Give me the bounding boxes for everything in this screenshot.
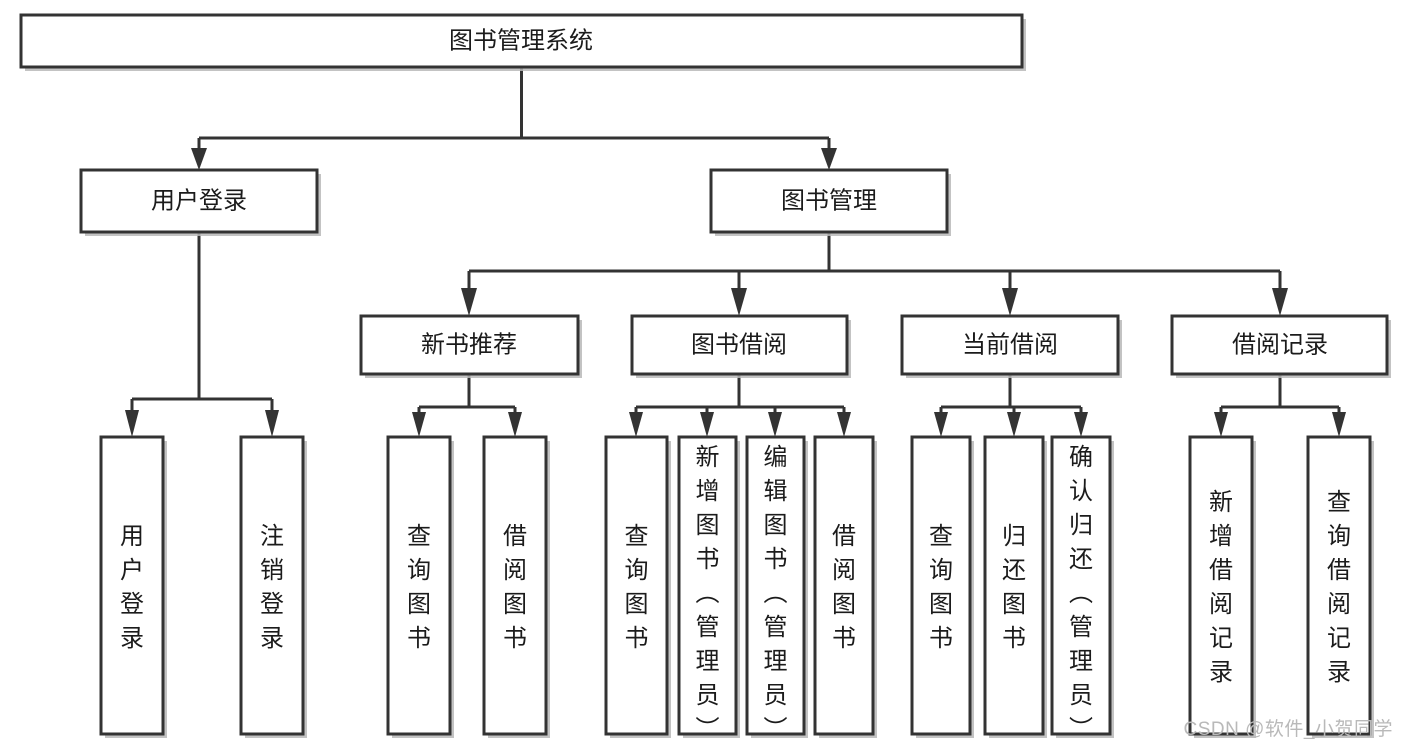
arrowhead-leaf-confirm-return (1074, 412, 1088, 437)
node-root[interactable]: 图书管理系统 (19, 13, 1026, 71)
node-current-borrow[interactable]: 当前借阅 (900, 314, 1122, 378)
arrowhead-leaf-add-record (1214, 412, 1228, 437)
node-user-login[interactable]: 用户登录 (79, 168, 321, 236)
connector-group-borrow-record (1214, 374, 1346, 437)
arrowhead-current-borrow (1002, 288, 1018, 316)
leaf-borrow-book-a[interactable]: 借阅图书 (482, 435, 550, 738)
leaf-borrow-book-a-box[interactable] (482, 435, 548, 736)
leaf-return-book[interactable]: 归还图书 (983, 435, 1047, 738)
arrowhead-leaf-return-book (1007, 412, 1021, 437)
connector-group-new-book-rec (412, 374, 522, 437)
leaf-confirm-return-box[interactable] (1050, 435, 1112, 736)
leaf-query-record-box[interactable] (1306, 435, 1372, 736)
arrowhead-book-manage (821, 148, 837, 170)
connector-group-root (191, 67, 837, 170)
leaf-logout-login[interactable]: 注销登录 (239, 435, 307, 738)
leaf-add-record-label: 新增借阅记录 (1209, 489, 1233, 686)
node-root-box[interactable] (19, 13, 1024, 69)
node-user-login-label: 用户登录 (151, 187, 247, 214)
node-book-manage-label: 图书管理 (781, 187, 877, 214)
node-borrow-record[interactable]: 借阅记录 (1170, 314, 1391, 378)
leaf-query-book-a-box[interactable] (386, 435, 452, 736)
node-borrow-record-label: 借阅记录 (1232, 331, 1328, 358)
node-new-book-rec-box[interactable] (359, 314, 580, 376)
arrowhead-leaf-add-book (700, 412, 714, 437)
leaf-add-record[interactable]: 新增借阅记录 (1188, 435, 1256, 738)
node-book-manage-box[interactable] (709, 168, 949, 234)
arrowhead-leaf-query-book-b (629, 412, 643, 437)
leaf-query-book-a-label: 查询图书 (407, 523, 431, 652)
node-current-borrow-label: 当前借阅 (962, 331, 1058, 358)
leaf-borrow-book-b-label: 借阅图书 (832, 523, 856, 652)
csdn-watermark: CSDN @软件_小贺同学 (1183, 719, 1393, 740)
node-user-login-box[interactable] (79, 168, 319, 234)
leaf-add-book-box[interactable] (677, 435, 738, 736)
leaf-return-book-label: 归还图书 (1002, 523, 1026, 652)
arrowhead-leaf-user-login (125, 410, 139, 437)
leaf-add-book[interactable]: 新增图书︵管理员︶ (677, 435, 740, 743)
arrowhead-leaf-borrow-book-b (837, 412, 851, 437)
leaf-logout-login-label: 注销登录 (260, 523, 284, 652)
arrowhead-borrow-record (1272, 288, 1288, 316)
node-book-manage[interactable]: 图书管理 (709, 168, 951, 236)
leaf-edit-book-label: 编辑图书︵管理员︶ (764, 444, 788, 743)
leaf-query-record-label: 查询借阅记录 (1327, 489, 1351, 686)
connector-group-book-borrow (629, 374, 851, 437)
connector-group-user-login (125, 232, 279, 437)
node-book-borrow-label: 图书借阅 (691, 331, 787, 358)
leaf-add-record-box[interactable] (1188, 435, 1254, 736)
arrowhead-leaf-query-record (1332, 412, 1346, 437)
leaf-edit-book[interactable]: 编辑图书︵管理员︶ (745, 435, 808, 743)
leaf-borrow-book-a-label: 借阅图书 (503, 523, 527, 652)
arrowhead-leaf-query-book-c (934, 412, 948, 437)
leaf-edit-book-box[interactable] (745, 435, 806, 736)
leaf-node-layer: 用户登录 注销登录 查询图书 借阅图书 查询图书 新增图书︵管理员︶ 编辑图书︵管理员︶ 借阅… (99, 435, 1374, 743)
node-new-book-rec-label: 新书推荐 (421, 331, 517, 358)
leaf-confirm-return-label: 确认归还︵管理员︶ (1069, 444, 1093, 743)
leaf-add-book-label: 新增图书︵管理员︶ (696, 444, 720, 743)
leaf-query-book-c-label: 查询图书 (929, 523, 953, 652)
leaf-confirm-return[interactable]: 确认归还︵管理员︶ (1050, 435, 1114, 743)
arrowhead-leaf-query-book-a (412, 412, 426, 437)
connector-group-current-borrow (934, 374, 1088, 437)
leaf-query-book-b-box[interactable] (604, 435, 669, 736)
node-current-borrow-box[interactable] (900, 314, 1120, 376)
leaf-logout-login-box[interactable] (239, 435, 305, 736)
leaf-query-book-b-label: 查询图书 (625, 523, 649, 652)
leaf-return-book-box[interactable] (983, 435, 1045, 736)
node-book-borrow[interactable]: 图书借阅 (630, 314, 851, 378)
node-book-borrow-box[interactable] (630, 314, 849, 376)
leaf-query-book-a[interactable]: 查询图书 (386, 435, 454, 738)
leaf-query-book-b[interactable]: 查询图书 (604, 435, 671, 738)
node-root-label: 图书管理系统 (449, 27, 593, 54)
leaf-query-record[interactable]: 查询借阅记录 (1306, 435, 1374, 738)
leaf-query-book-c[interactable]: 查询图书 (910, 435, 974, 738)
leaf-query-book-c-box[interactable] (910, 435, 972, 736)
leaf-borrow-book-b[interactable]: 借阅图书 (813, 435, 877, 738)
connector-group-book-manage (461, 232, 1288, 316)
arrowhead-leaf-borrow-book-a (508, 412, 522, 437)
node-borrow-record-box[interactable] (1170, 314, 1389, 376)
arrowhead-leaf-edit-book (768, 412, 782, 437)
arrowhead-user-login (191, 148, 207, 170)
leaf-borrow-book-b-box[interactable] (813, 435, 875, 736)
arrowhead-book-borrow (731, 288, 747, 316)
leaf-user-login-box[interactable] (99, 435, 165, 736)
leaf-user-login[interactable]: 用户登录 (99, 435, 167, 738)
leaf-user-login-label: 用户登录 (120, 523, 144, 652)
node-new-book-rec[interactable]: 新书推荐 (359, 314, 582, 378)
arrowhead-new-book-rec (461, 288, 477, 316)
arrowhead-leaf-logout-login (265, 410, 279, 437)
